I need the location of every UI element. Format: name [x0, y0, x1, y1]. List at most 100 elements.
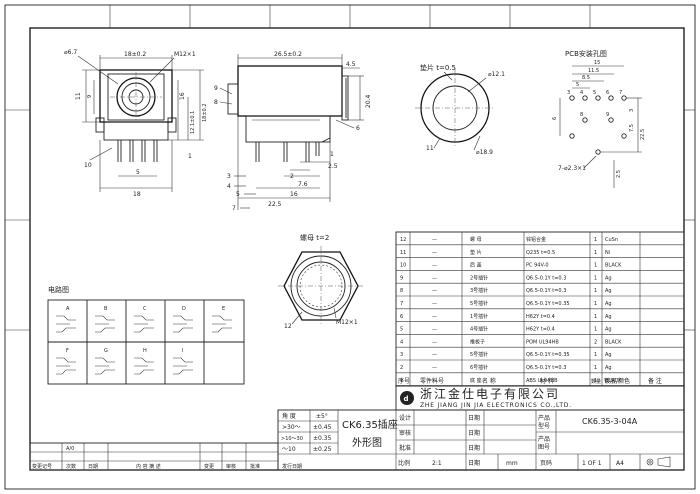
bom-cell-code: —	[432, 263, 437, 269]
side-dim-6: 6	[356, 125, 360, 132]
front-dim-10: 10	[84, 162, 92, 169]
tol-r2: >10～30	[281, 436, 303, 442]
title-block: 角 度 ±5° >30～ ±0.45 >10～30 ±0.35 ～10 ±0.2…	[277, 409, 685, 471]
bom-cell-no: 8	[400, 288, 403, 294]
side-dim-4-5: 4.5	[346, 61, 356, 68]
bom-cell-name: 后 盖	[470, 262, 482, 269]
bom-cell-name: 6号插针	[470, 364, 488, 371]
bom-cell-qty: 1	[594, 288, 597, 294]
rev-h-1: 次数	[66, 463, 76, 470]
bom-h-note: 镀层/颜色	[604, 377, 630, 385]
pcb-dim-6: 6	[552, 117, 558, 120]
front-view: 18±0.2 ⌀6.7 M12×1 11 9 16 12.1±0.1 18±0.…	[64, 49, 208, 198]
front-dim-18-v: 18±0.2	[202, 103, 208, 122]
tb-date-2: 日期	[468, 429, 480, 437]
schematic-e: E	[222, 306, 225, 312]
bom-cell-code: —	[432, 275, 437, 281]
pcb-dim-3: 3	[629, 109, 635, 112]
pcb-dim-hole: 7-⌀2.3×1	[558, 165, 586, 172]
company-logo-icon: d	[404, 395, 409, 403]
schematic-i: I	[182, 348, 183, 354]
bom-h-name: 名 称	[482, 377, 496, 385]
bom-cell-code: —	[432, 250, 437, 256]
bom-cell-material: Q6.5-0.1Y t=0.35	[526, 301, 570, 307]
bom-h-no: 序号	[398, 377, 410, 385]
washer-dim-11: 11	[426, 145, 434, 152]
bom-cell-no: 1	[400, 378, 403, 384]
zone-ticks	[5, 5, 695, 331]
company-name-cn: 浙江金仕电子有限公司	[420, 386, 560, 401]
bom-cell-note: BLACK	[605, 263, 622, 269]
bom-cell-no: 7	[400, 301, 403, 307]
pcb-dim-11-5: 11.5	[588, 68, 599, 74]
bom-cell-qty: 1	[594, 365, 597, 371]
bom-cell-qty: 2	[594, 339, 597, 345]
schematic-title: 电路图	[48, 285, 69, 294]
bom-cell-material: POM UL94HB	[526, 339, 559, 345]
bom-cell-material: H62Y t=0.4	[526, 314, 555, 320]
bom-cell-no: 11	[400, 250, 406, 256]
schematic-c: C	[143, 306, 147, 312]
side-dim-2: 2	[290, 173, 294, 180]
company-name-en: ZHE JIANG JIN JIA ELECTRONICS CO.,LTD.	[420, 402, 572, 409]
revision-block: A/0 变更记号 次数 日期 内 容 摘 述 变更 审核 批准 发行日期	[29, 442, 302, 471]
bom-cell-code: —	[432, 339, 437, 345]
rev-h-3: 内 容 摘 述	[136, 463, 161, 470]
side-dim-3: 3	[227, 173, 231, 180]
schematic-g: G	[104, 348, 108, 354]
bom-cell-code: —	[432, 365, 437, 371]
front-dim-18-b: 18	[133, 191, 141, 198]
bom-cell-name: 4号插针	[470, 326, 488, 333]
bom-cell-qty: 1	[594, 263, 597, 269]
front-dim-1: 1	[188, 153, 192, 160]
tol-r3: ～10	[282, 446, 296, 453]
bom-cell-material: PC 94V-0	[526, 263, 549, 269]
bom-cell-note: Ni	[605, 250, 610, 256]
drawing-type: 外形图	[352, 437, 382, 449]
schematic-d: D	[182, 306, 186, 312]
bom-cell-no: 12	[400, 237, 406, 243]
pcb-pin-5: 5	[593, 90, 596, 96]
bom-cell-name: 2号插针	[470, 274, 488, 281]
pcb-pin-4: 4	[580, 90, 583, 96]
bom-cell-code: —	[432, 378, 437, 384]
bom-h-qty: 数量	[591, 378, 601, 385]
front-dim-12-1: 12.1±0.1	[190, 111, 196, 134]
rev-h-0: 变更记号	[32, 463, 52, 470]
front-dim-5: 5	[136, 169, 140, 176]
side-dim-5: 5	[236, 191, 240, 198]
front-dim-9: 9	[87, 95, 93, 98]
projection-symbol-icon	[646, 456, 671, 468]
tb-design: 设计	[399, 414, 411, 422]
bom-cell-note: Ag	[605, 327, 612, 333]
bom-cell-name: 5号插针	[470, 300, 488, 307]
rev-h-4: 变更	[204, 463, 214, 470]
schematic-grid: 电路图 A B C D E F G H I	[47, 285, 245, 385]
side-dim-7: 7	[232, 205, 236, 212]
bom-cell-note: BLACK	[605, 339, 622, 345]
bom-cell-note: Ag	[605, 314, 612, 320]
bom-cell-no: 2	[400, 365, 403, 371]
schematic-symbols	[56, 315, 232, 375]
bom-cell-code: —	[432, 314, 437, 320]
pcb-pin-6: 6	[606, 90, 609, 96]
washer-title: 垫片 t=0.5	[420, 63, 456, 72]
bom-cell-material: Q235 t=0.5	[526, 250, 555, 256]
pcb-dim-22-5: 22.5	[640, 129, 646, 140]
bom-cell-name: 垫 片	[470, 249, 482, 256]
bom-cell-no: 9	[400, 275, 403, 281]
pcb-title: PCB安装孔图	[565, 49, 607, 58]
bom-cell-no: 5	[400, 327, 403, 333]
tol-h2: ±5°	[316, 413, 328, 420]
bom-cell-note: Ag	[605, 365, 612, 371]
side-dim-8: 8	[214, 99, 218, 106]
hexnut-title: 螺母 t=2	[300, 233, 329, 242]
bom-cell-material: 锌铝合金	[526, 236, 546, 243]
bom-cell-qty: 1	[594, 352, 597, 358]
front-dim-11: 11	[75, 92, 82, 100]
pcb-pin-3: 3	[567, 90, 570, 96]
side-dim-2-5: 2.5	[328, 163, 338, 170]
bom-cell-no: 4	[400, 339, 403, 345]
bom-cell-material: Q6.5-0.1Y t=0.3	[526, 288, 566, 294]
